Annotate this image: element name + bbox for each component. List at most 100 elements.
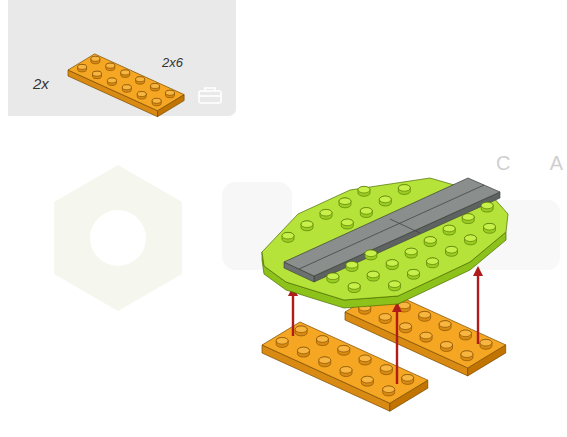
stud xyxy=(402,375,414,382)
stud xyxy=(439,321,451,328)
plate-2x6-left xyxy=(262,322,428,411)
stud xyxy=(301,221,313,228)
stud xyxy=(93,71,102,78)
stud xyxy=(441,342,453,349)
stud xyxy=(136,77,145,84)
stud xyxy=(338,345,350,355)
stud xyxy=(151,84,160,91)
stud xyxy=(320,209,332,216)
stud xyxy=(446,246,458,253)
stud xyxy=(106,63,115,70)
tile-seam xyxy=(299,185,484,269)
stud xyxy=(379,196,391,203)
stud xyxy=(93,71,102,76)
stud xyxy=(465,235,477,245)
stud xyxy=(480,339,492,349)
stud xyxy=(106,63,115,68)
stud xyxy=(398,185,410,195)
plate-2x6-part xyxy=(68,54,184,117)
stud xyxy=(443,225,455,235)
stud xyxy=(460,330,472,340)
stud xyxy=(122,85,131,90)
stud xyxy=(389,281,401,288)
stud xyxy=(359,355,371,362)
stud xyxy=(78,64,87,69)
stud xyxy=(462,214,474,224)
stud xyxy=(408,269,420,279)
watermark-letter: A xyxy=(550,152,563,175)
stud xyxy=(405,248,417,258)
stud xyxy=(361,376,373,386)
stud xyxy=(419,311,431,318)
stud xyxy=(420,332,432,339)
stud xyxy=(136,77,145,82)
stud xyxy=(91,56,100,63)
watermark-letter: C xyxy=(496,152,510,175)
stud xyxy=(122,85,131,92)
stud xyxy=(341,219,353,229)
stud xyxy=(319,357,331,367)
stud xyxy=(340,367,352,374)
watermark xyxy=(54,165,560,311)
stud xyxy=(91,56,100,61)
stud xyxy=(367,271,379,281)
stud xyxy=(358,186,370,193)
stud xyxy=(465,235,477,242)
stud xyxy=(348,283,360,293)
stud xyxy=(481,202,493,209)
stud xyxy=(379,196,391,206)
stud xyxy=(484,223,496,230)
stud xyxy=(462,214,474,221)
arrow-head xyxy=(473,266,483,276)
stud xyxy=(295,326,307,336)
stud xyxy=(276,338,288,345)
stud xyxy=(316,336,328,346)
stud xyxy=(327,273,339,283)
plate-top xyxy=(262,178,508,300)
stud xyxy=(443,225,455,232)
stud xyxy=(320,209,332,219)
stud xyxy=(446,246,458,256)
stud xyxy=(424,237,436,247)
stud xyxy=(480,339,492,346)
arrow-line xyxy=(396,310,398,384)
stud xyxy=(121,70,130,77)
stud xyxy=(402,375,414,385)
stud xyxy=(282,232,294,242)
stud xyxy=(282,232,294,239)
stud xyxy=(441,342,453,352)
stud xyxy=(379,314,391,324)
stud xyxy=(400,323,412,330)
stud xyxy=(341,219,353,226)
arrow-line xyxy=(477,274,479,344)
stud xyxy=(484,223,496,233)
stud xyxy=(365,250,377,257)
stud xyxy=(346,262,358,272)
plate-top xyxy=(68,54,184,111)
stud xyxy=(419,311,431,321)
stud xyxy=(151,84,160,89)
stud xyxy=(78,64,87,71)
stud xyxy=(319,357,331,364)
stud xyxy=(152,98,161,105)
green-wedge-plate xyxy=(262,178,508,308)
stud xyxy=(380,365,392,375)
stud xyxy=(405,248,417,255)
stud xyxy=(380,365,392,372)
parts-panel xyxy=(8,0,236,116)
bag-icon xyxy=(199,88,221,103)
stud xyxy=(460,330,472,337)
stud xyxy=(427,258,439,265)
stud xyxy=(295,326,307,333)
stud xyxy=(420,332,432,342)
stud xyxy=(461,351,473,361)
stud xyxy=(137,92,146,99)
stud xyxy=(386,260,398,267)
stud xyxy=(360,208,372,215)
stud xyxy=(316,336,328,343)
stud xyxy=(386,260,398,270)
stud xyxy=(301,221,313,231)
stud xyxy=(427,258,439,268)
stud xyxy=(360,208,372,218)
